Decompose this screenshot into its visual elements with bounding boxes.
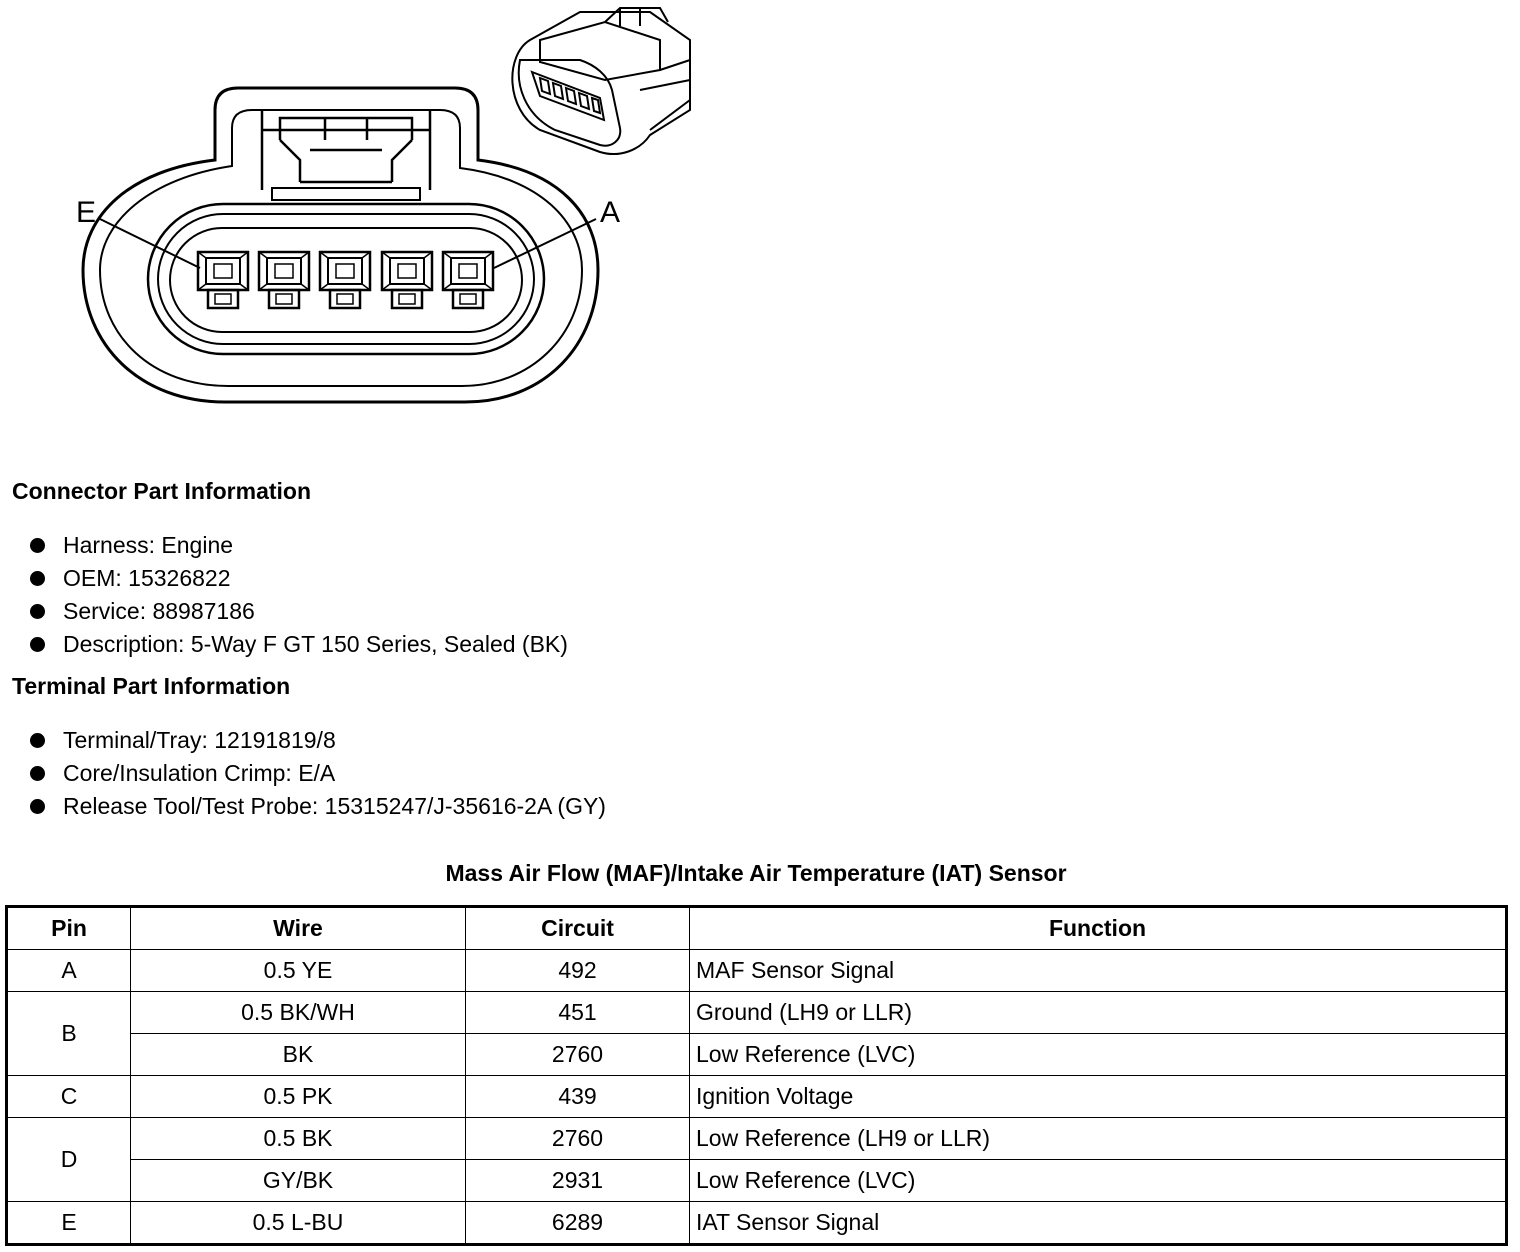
circuit-cell: 439 [465, 1075, 690, 1118]
bullet-icon [30, 538, 45, 553]
pin-cell: E [6, 1201, 131, 1245]
header-pin: Pin [6, 906, 131, 950]
list-item: Description: 5-Way F GT 150 Series, Seal… [30, 628, 568, 661]
connector-inner-shell [98, 109, 584, 387]
bullet-icon [30, 571, 45, 586]
terminal-cavity [441, 250, 495, 310]
header-circuit: Circuit [465, 906, 690, 950]
table-row: GY/BK 2931 Low Reference (LVC) [7, 1159, 1507, 1202]
connector-diagram: E A [76, 7, 691, 404]
bullet-icon [30, 637, 45, 652]
connector-outer-shell [81, 86, 600, 404]
function-cell: Low Reference (LVC) [689, 1033, 1507, 1076]
list-item: Release Tool/Test Probe: 15315247/J-3561… [30, 790, 606, 823]
function-cell: Low Reference (LVC) [689, 1159, 1507, 1202]
cavity-ring-inner [169, 227, 523, 333]
table-row: E 0.5 L-BU 6289 IAT Sensor Signal [6, 1201, 1507, 1245]
wire-cell: 0.5 YE [130, 949, 466, 992]
connector-info-heading: Connector Part Information [12, 478, 312, 504]
pin-cell: C [6, 1075, 131, 1118]
circuit-cell: 492 [465, 949, 690, 992]
table-row: B 0.5 BK/WH 451 Ground (LH9 or LLR) [6, 991, 1507, 1076]
terminal-info-heading: Terminal Part Information [12, 673, 291, 699]
terminal-cavity [257, 250, 311, 310]
list-item: Service: 88987186 [30, 595, 568, 628]
cavity-ring-outer [146, 202, 546, 356]
wire-cell: GY/BK [130, 1159, 466, 1202]
wire-cell: 0.5 L-BU [130, 1201, 466, 1245]
wire-cell: 0.5 BK [130, 1117, 466, 1160]
latch-bar [271, 187, 421, 201]
wire-cell: 0.5 BK/WH [130, 991, 466, 1034]
terminal-cavity [196, 250, 250, 310]
table-title: Mass Air Flow (MAF)/Intake Air Temperatu… [445, 860, 1067, 886]
table-row: BK 2760 Low Reference (LVC) [7, 1033, 1507, 1076]
bullet-icon [30, 604, 45, 619]
table-row: C 0.5 PK 439 Ignition Voltage [6, 1075, 1507, 1118]
table-row: A 0.5 YE 492 MAF Sensor Signal [6, 949, 1507, 992]
function-cell: MAF Sensor Signal [689, 949, 1507, 992]
function-cell: IAT Sensor Signal [689, 1201, 1507, 1245]
list-item: OEM: 15326822 [30, 562, 568, 595]
circuit-cell: 2760 [465, 1033, 690, 1076]
table-header-row: Pin Wire Circuit Function [6, 906, 1507, 950]
wire-cell: BK [130, 1033, 466, 1076]
latch-tab [260, 110, 432, 190]
wire-cell: 0.5 PK [130, 1075, 466, 1118]
function-cell: Ignition Voltage [689, 1075, 1507, 1118]
circuit-cell: 451 [465, 991, 690, 1034]
list-item: Harness: Engine [30, 529, 568, 562]
bullet-icon [30, 799, 45, 814]
pin-label-a: A [600, 196, 620, 229]
terminal-cavity [318, 250, 372, 310]
pin-cell: D [6, 1117, 131, 1202]
connector-thumbnail [511, 7, 691, 155]
function-cell: Low Reference (LH9 or LLR) [689, 1117, 1507, 1160]
connector-info-list: Harness: Engine OEM: 15326822 Service: 8… [30, 529, 568, 661]
list-item: Terminal/Tray: 12191819/8 [30, 724, 606, 757]
function-cell: Ground (LH9 or LLR) [689, 991, 1507, 1034]
bullet-icon [30, 733, 45, 748]
leader-line-a [493, 218, 597, 269]
terminal-info-list: Terminal/Tray: 12191819/8 Core/Insulatio… [30, 724, 606, 823]
cavity-ring-mid [157, 213, 535, 345]
pin-cell: A [6, 949, 131, 992]
header-wire: Wire [130, 906, 466, 950]
pin-cell: B [6, 991, 131, 1076]
pinout-table: Pin Wire Circuit Function A 0.5 YE 492 M… [5, 905, 1508, 1246]
circuit-cell: 2931 [465, 1159, 690, 1202]
pin-label-e: E [76, 196, 96, 229]
leader-line-e [99, 218, 201, 269]
table-row: D 0.5 BK 2760 Low Reference (LH9 or LLR) [6, 1117, 1507, 1202]
header-function: Function [689, 906, 1507, 950]
bullet-icon [30, 766, 45, 781]
terminal-cavity [380, 250, 434, 310]
circuit-cell: 2760 [465, 1117, 690, 1160]
list-item: Core/Insulation Crimp: E/A [30, 757, 606, 790]
circuit-cell: 6289 [465, 1201, 690, 1245]
